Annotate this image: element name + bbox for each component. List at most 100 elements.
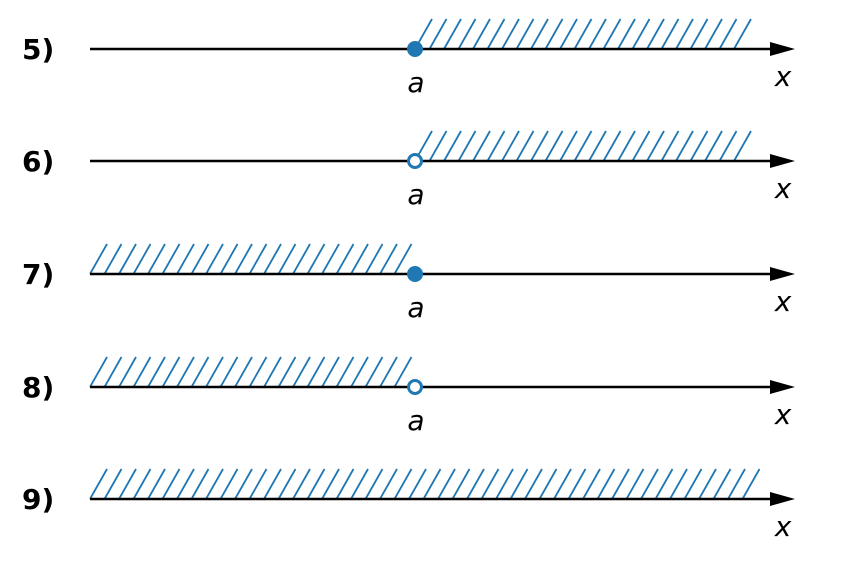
hatch-line: [205, 468, 224, 500]
hatch-line: [567, 468, 587, 500]
hatch-line: [364, 468, 384, 500]
hatch-line: [437, 468, 456, 500]
hatch-line: [161, 468, 181, 500]
hatch-line: [718, 18, 738, 50]
axis-label: x: [774, 172, 792, 205]
hatch-line: [675, 130, 694, 162]
axis-label: x: [774, 398, 792, 431]
hatch-line: [263, 243, 282, 275]
hatch-line: [741, 468, 761, 500]
axis-label: x: [774, 285, 792, 318]
hatch-line: [205, 243, 224, 275]
hatch-line: [646, 18, 665, 50]
hatch-line: [530, 130, 549, 162]
hatch-line: [263, 356, 282, 388]
number-line-row: 6) x a: [22, 130, 795, 211]
hatch-line: [640, 468, 659, 500]
hatch-line: [364, 356, 384, 388]
hatch-line: [379, 356, 398, 388]
hatch-line: [689, 130, 709, 162]
arrowhead-icon: [770, 380, 795, 394]
hatch-line: [553, 468, 572, 500]
hatch-line: [321, 468, 340, 500]
number-line-row: 8)xa: [22, 356, 795, 437]
hatch-line: [147, 468, 166, 500]
hatch-line: [176, 243, 195, 275]
hatch-line: [176, 468, 195, 500]
hatch-line: [379, 243, 398, 275]
hatch-line: [132, 468, 152, 500]
hatch-line: [132, 356, 152, 388]
row-label: 6): [22, 145, 54, 178]
hatch-line: [733, 18, 752, 50]
hatch-line: [660, 130, 680, 162]
hatch-line: [718, 130, 738, 162]
closed-point-marker: [407, 266, 423, 282]
hatch-line: [428, 18, 448, 50]
hatch-line: [466, 468, 485, 500]
hatch-line: [147, 356, 166, 388]
hatch-line: [617, 130, 636, 162]
hatch-line: [277, 243, 297, 275]
hatch-line: [472, 130, 491, 162]
hatch-region: [89, 243, 413, 275]
hatch-line: [306, 356, 326, 388]
row-label: 5): [22, 33, 54, 66]
hatch-line: [103, 356, 123, 388]
hatch-line: [306, 243, 326, 275]
hatch-line: [443, 130, 462, 162]
hatch-line: [683, 468, 703, 500]
hatch-line: [350, 243, 369, 275]
point-label: a: [407, 291, 424, 324]
point-label: a: [407, 178, 424, 211]
hatch-line: [501, 130, 520, 162]
hatch-line: [698, 468, 717, 500]
hatch-line: [631, 18, 651, 50]
hatch-line: [350, 468, 369, 500]
hatch-line: [277, 356, 297, 388]
hatch-line: [190, 243, 210, 275]
hatch-line: [393, 243, 413, 275]
hatch-line: [248, 468, 268, 500]
axis-label: x: [774, 510, 792, 543]
hatch-line: [234, 356, 253, 388]
hatch-line: [321, 243, 340, 275]
hatch-line: [480, 468, 500, 500]
hatch-line: [277, 468, 297, 500]
hatch-line: [219, 468, 239, 500]
hatch-line: [631, 130, 651, 162]
hatch-line: [132, 243, 152, 275]
hatch-line: [544, 130, 564, 162]
closed-point-marker: [407, 41, 423, 57]
hatch-line: [443, 18, 462, 50]
hatch-line: [248, 356, 268, 388]
arrowhead-icon: [770, 42, 795, 56]
hatch-line: [501, 18, 520, 50]
hatch-line: [486, 18, 506, 50]
hatch-line: [161, 243, 181, 275]
hatch-line: [727, 468, 746, 500]
hatch-line: [596, 468, 616, 500]
hatch-line: [118, 468, 137, 500]
hatch-line: [292, 243, 311, 275]
hatch-line: [457, 130, 477, 162]
hatch-line: [524, 468, 543, 500]
hatch-line: [669, 468, 688, 500]
hatch-line: [457, 18, 477, 50]
hatch-line: [472, 18, 491, 50]
hatch-line: [573, 18, 593, 50]
hatch-line: [559, 18, 578, 50]
number-line-row: 5)xa: [22, 18, 795, 99]
hatch-line: [544, 18, 564, 50]
hatch-line: [617, 18, 636, 50]
hatch-line: [103, 468, 123, 500]
hatch-line: [733, 130, 752, 162]
row-label: 8): [22, 371, 54, 404]
hatch-line: [602, 18, 622, 50]
hatch-line: [451, 468, 471, 500]
hatch-line: [704, 18, 723, 50]
hatch-line: [602, 130, 622, 162]
hatch-line: [321, 356, 340, 388]
hatch-line: [422, 468, 442, 500]
